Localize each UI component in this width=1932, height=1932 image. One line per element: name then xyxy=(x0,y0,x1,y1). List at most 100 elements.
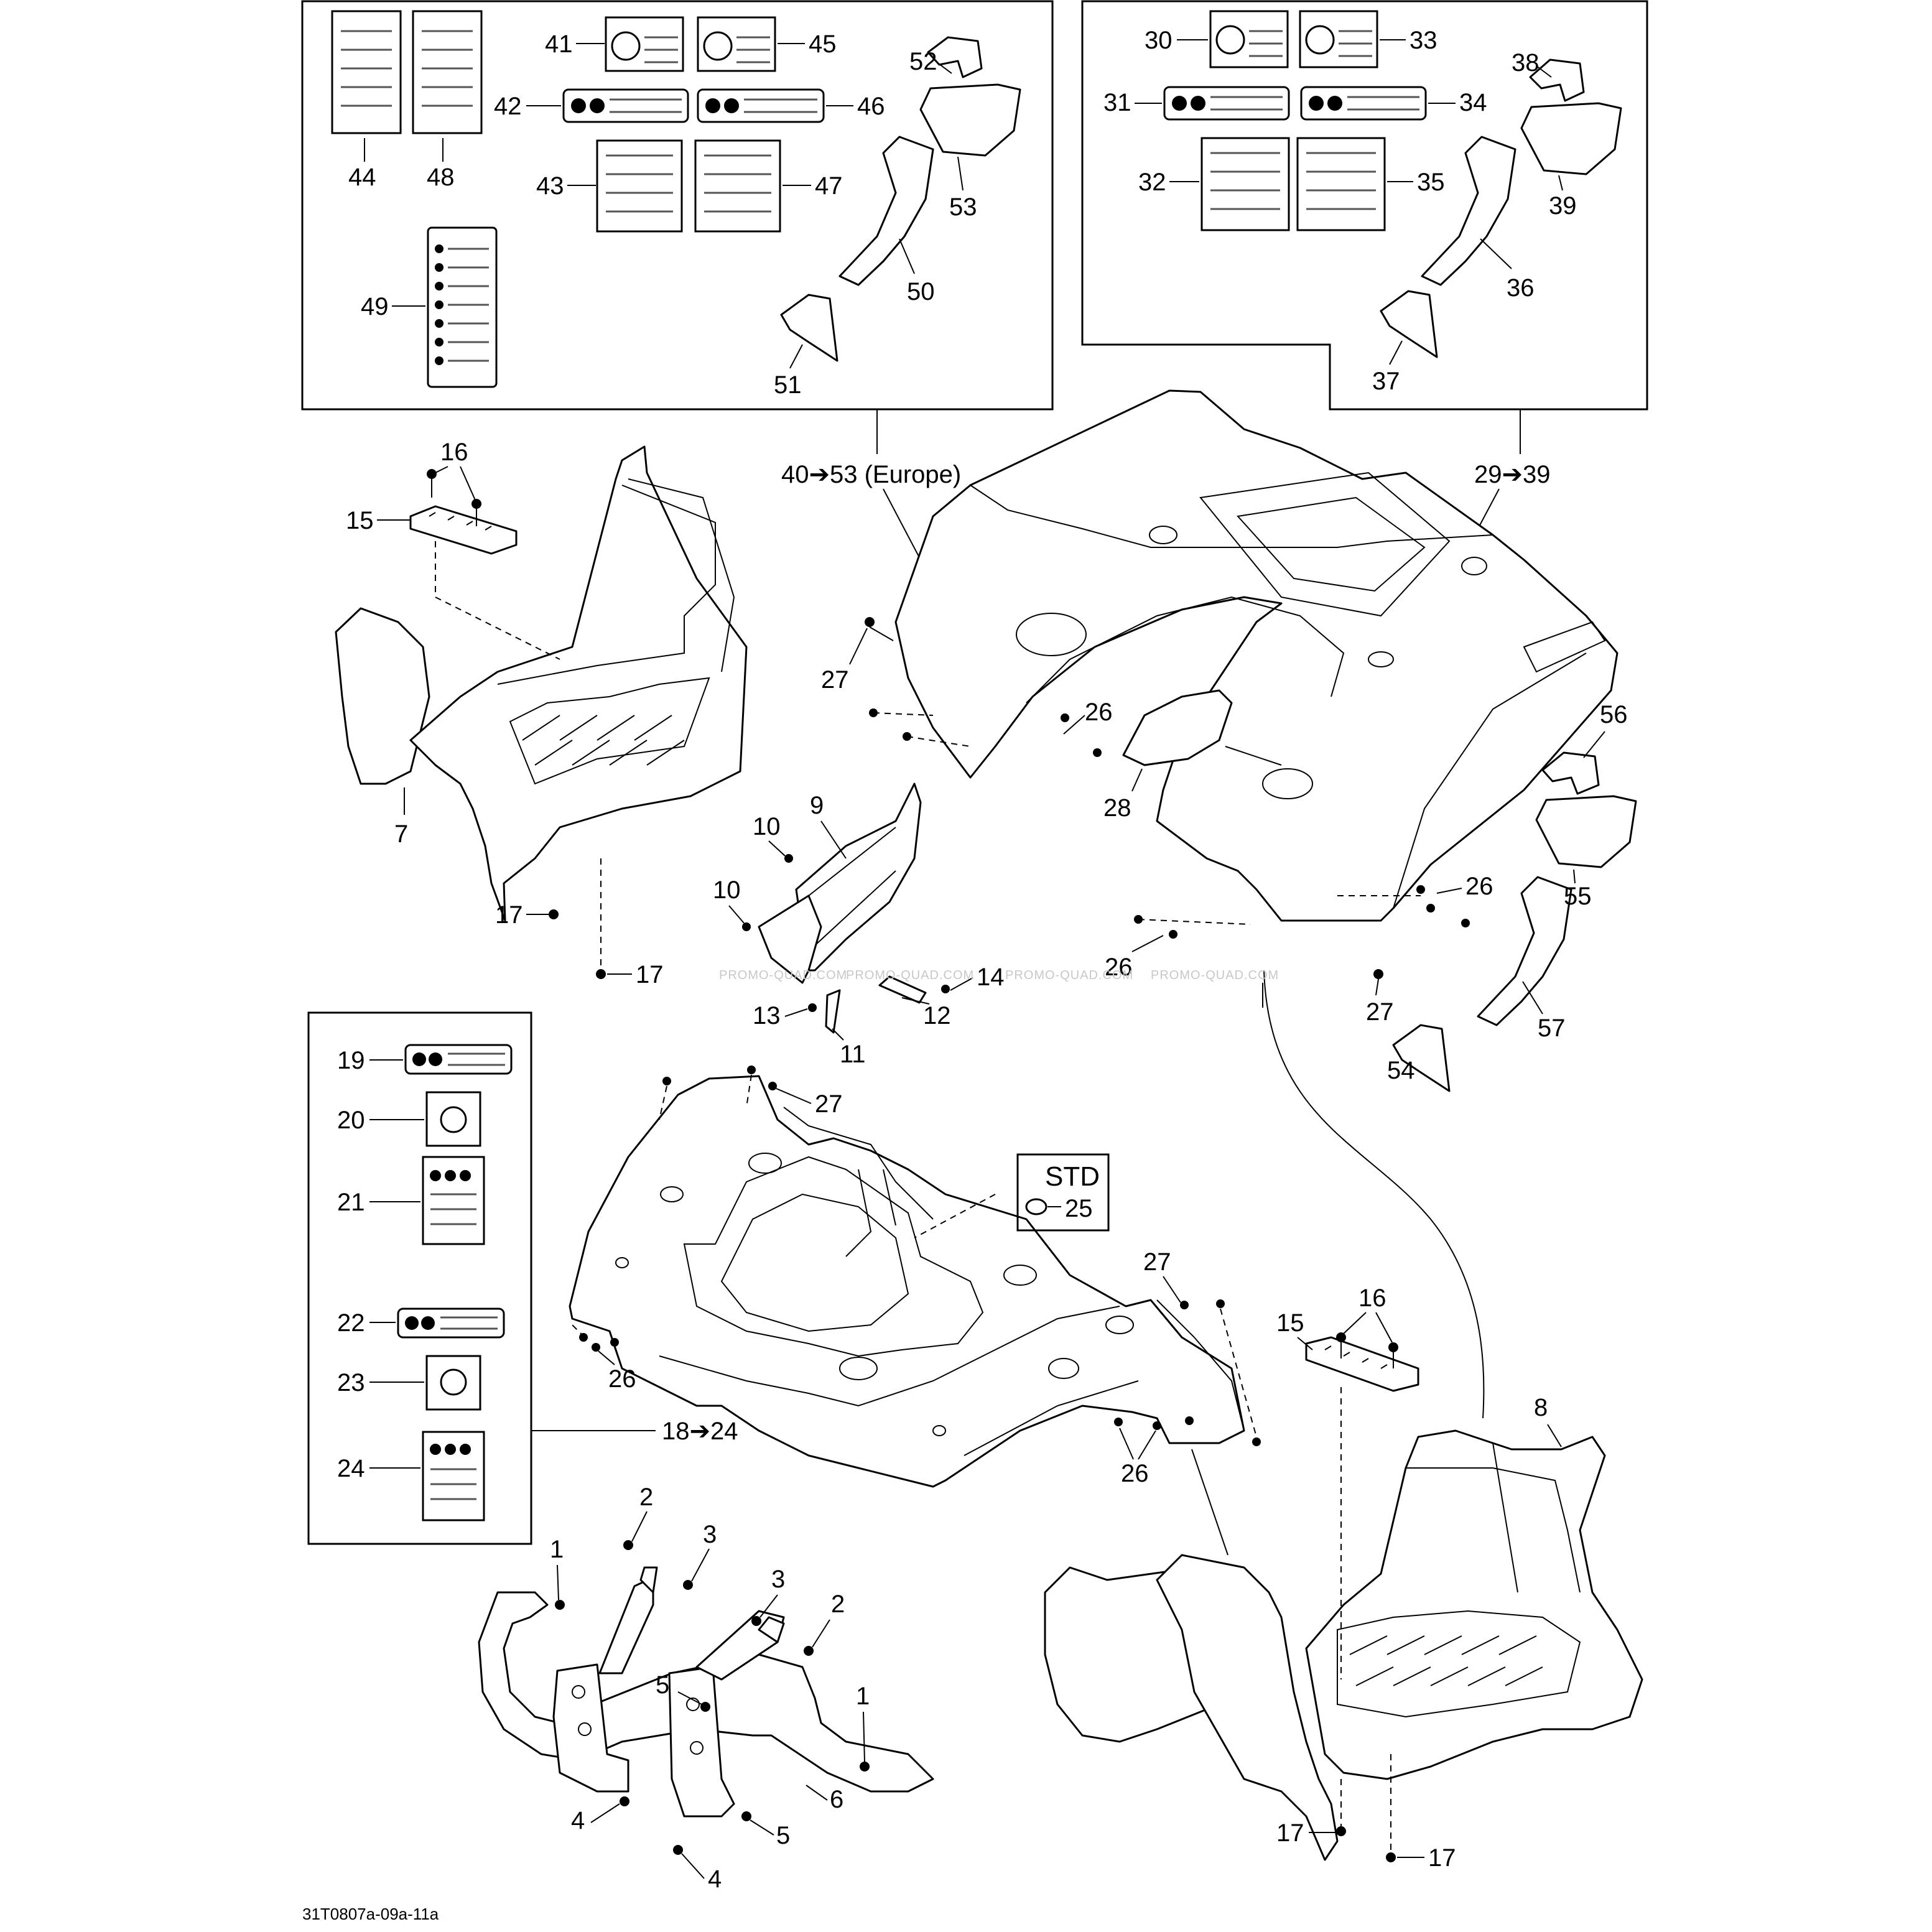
fender-extension-36 xyxy=(1421,136,1516,286)
label-17-a: 17 xyxy=(495,901,523,929)
label-50: 50 xyxy=(907,278,935,305)
label-26-d: 26 xyxy=(608,1365,636,1393)
decal-kit-front-box: 19 20 21 22 23 24 xyxy=(307,1011,532,1545)
nuts-26-rear-left xyxy=(869,708,1102,757)
label-10-a: 10 xyxy=(753,813,781,840)
decal-47 xyxy=(694,139,781,233)
label-27-b: 27 xyxy=(1366,998,1394,1026)
nuts-26-front-right xyxy=(1114,1416,1194,1430)
label-2-b: 2 xyxy=(831,1591,845,1618)
pad-28 xyxy=(1122,689,1233,766)
label-32: 32 xyxy=(1138,169,1166,196)
washer-25 xyxy=(1025,1198,1047,1215)
mud-flap-56 xyxy=(1541,751,1600,795)
std-box xyxy=(1016,1153,1110,1232)
watermark-2: PROMO-QUAD.COM xyxy=(846,968,974,982)
left-footwell-7 xyxy=(335,445,748,922)
label-49: 49 xyxy=(361,293,389,320)
label-13: 13 xyxy=(753,1002,781,1029)
label-27-c: 27 xyxy=(815,1090,843,1118)
label-37: 37 xyxy=(1372,368,1400,395)
fender-cap-37 xyxy=(1380,290,1438,358)
decal-23 xyxy=(425,1355,481,1411)
label-45: 45 xyxy=(809,30,837,58)
screws-17-left xyxy=(549,858,606,979)
label-34: 34 xyxy=(1459,89,1487,116)
label-26-e: 26 xyxy=(1121,1460,1149,1487)
label-33: 33 xyxy=(1410,27,1437,54)
bracket-12 xyxy=(878,975,927,1004)
label-17-c: 17 xyxy=(1276,1819,1304,1847)
label-5-a: 5 xyxy=(656,1671,669,1699)
label-16-b: 16 xyxy=(1358,1284,1386,1312)
label-44: 44 xyxy=(348,164,376,191)
label-57: 57 xyxy=(1538,1015,1566,1042)
fender-cap-51 xyxy=(780,294,838,362)
label-56: 56 xyxy=(1600,701,1628,728)
label-26-a: 26 xyxy=(1085,699,1113,726)
decal-34 xyxy=(1300,86,1427,121)
label-25: 25 xyxy=(1065,1195,1093,1222)
label-53: 53 xyxy=(949,193,977,221)
step-plate-15-left xyxy=(409,505,518,555)
label-11: 11 xyxy=(840,1041,866,1068)
label-19: 19 xyxy=(337,1047,365,1074)
label-16-a: 16 xyxy=(440,439,468,466)
right-footwell-8 xyxy=(1044,1429,1643,1861)
label-41: 41 xyxy=(545,30,573,58)
label-48: 48 xyxy=(427,164,455,191)
label-22: 22 xyxy=(337,1309,365,1337)
decal-44 xyxy=(331,10,402,134)
fender-extension-57 xyxy=(1477,876,1572,1026)
nuts-26-front-left xyxy=(572,1324,619,1352)
front-fender-body xyxy=(569,1075,1245,1488)
bolts-16-right xyxy=(1336,1332,1398,1368)
label-24: 24 xyxy=(337,1455,365,1482)
label-7: 7 xyxy=(394,820,408,848)
decal-30 xyxy=(1209,10,1289,68)
label-39: 39 xyxy=(1549,192,1577,220)
watermark-1: PROMO-QUAD.COM xyxy=(719,968,847,982)
label-6: 6 xyxy=(830,1786,843,1813)
label-51: 51 xyxy=(774,371,802,399)
label-3-a: 3 xyxy=(703,1521,717,1548)
label-36: 36 xyxy=(1507,274,1535,302)
label-23: 23 xyxy=(337,1369,365,1396)
label-4-b: 4 xyxy=(708,1865,722,1893)
label-17-d: 17 xyxy=(1428,1844,1456,1872)
label-40-53-europe: 40➔53 (Europe) xyxy=(781,461,961,488)
decal-20 xyxy=(425,1091,481,1147)
assembly-arrow xyxy=(1263,970,1485,1419)
diagram-code: 31T0807a-09a-11a xyxy=(302,1905,439,1923)
decal-22 xyxy=(397,1307,505,1339)
watermark-4: PROMO-QUAD.COM xyxy=(1151,968,1279,982)
label-18-24: 18➔24 xyxy=(662,1418,738,1445)
rear-fender-body xyxy=(894,389,1619,922)
bolts-1-2-3-4-5 xyxy=(555,1540,870,1855)
std-label: STD xyxy=(1045,1161,1100,1192)
decal-48 xyxy=(412,10,483,134)
label-3-b: 3 xyxy=(771,1566,785,1593)
label-15-a: 15 xyxy=(346,507,374,534)
label-14: 14 xyxy=(977,964,1005,991)
label-12: 12 xyxy=(923,1002,951,1029)
bolts-16-left xyxy=(427,469,481,526)
mud-flap-38 xyxy=(1529,58,1585,102)
decal-21 xyxy=(422,1156,485,1245)
decal-43 xyxy=(596,139,683,233)
mud-flap-55 xyxy=(1535,795,1637,868)
decal-19 xyxy=(404,1044,513,1075)
decal-kit-europe-box: 44 48 41 45 42 46 43 47 49 52 53 50 51 xyxy=(301,0,1054,411)
label-9: 9 xyxy=(810,792,824,819)
label-21: 21 xyxy=(337,1189,365,1216)
label-38: 38 xyxy=(1512,49,1540,77)
watermark-3: PROMO-QUAD.COM xyxy=(1005,968,1133,982)
label-5-b: 5 xyxy=(776,1822,790,1849)
label-17-b: 17 xyxy=(636,961,664,988)
label-46: 46 xyxy=(857,93,885,120)
label-47: 47 xyxy=(815,172,843,200)
fender-extension-50-body xyxy=(838,136,934,286)
label-55: 55 xyxy=(1564,883,1592,910)
mud-flap-53 xyxy=(919,83,1021,157)
label-20: 20 xyxy=(337,1107,365,1134)
